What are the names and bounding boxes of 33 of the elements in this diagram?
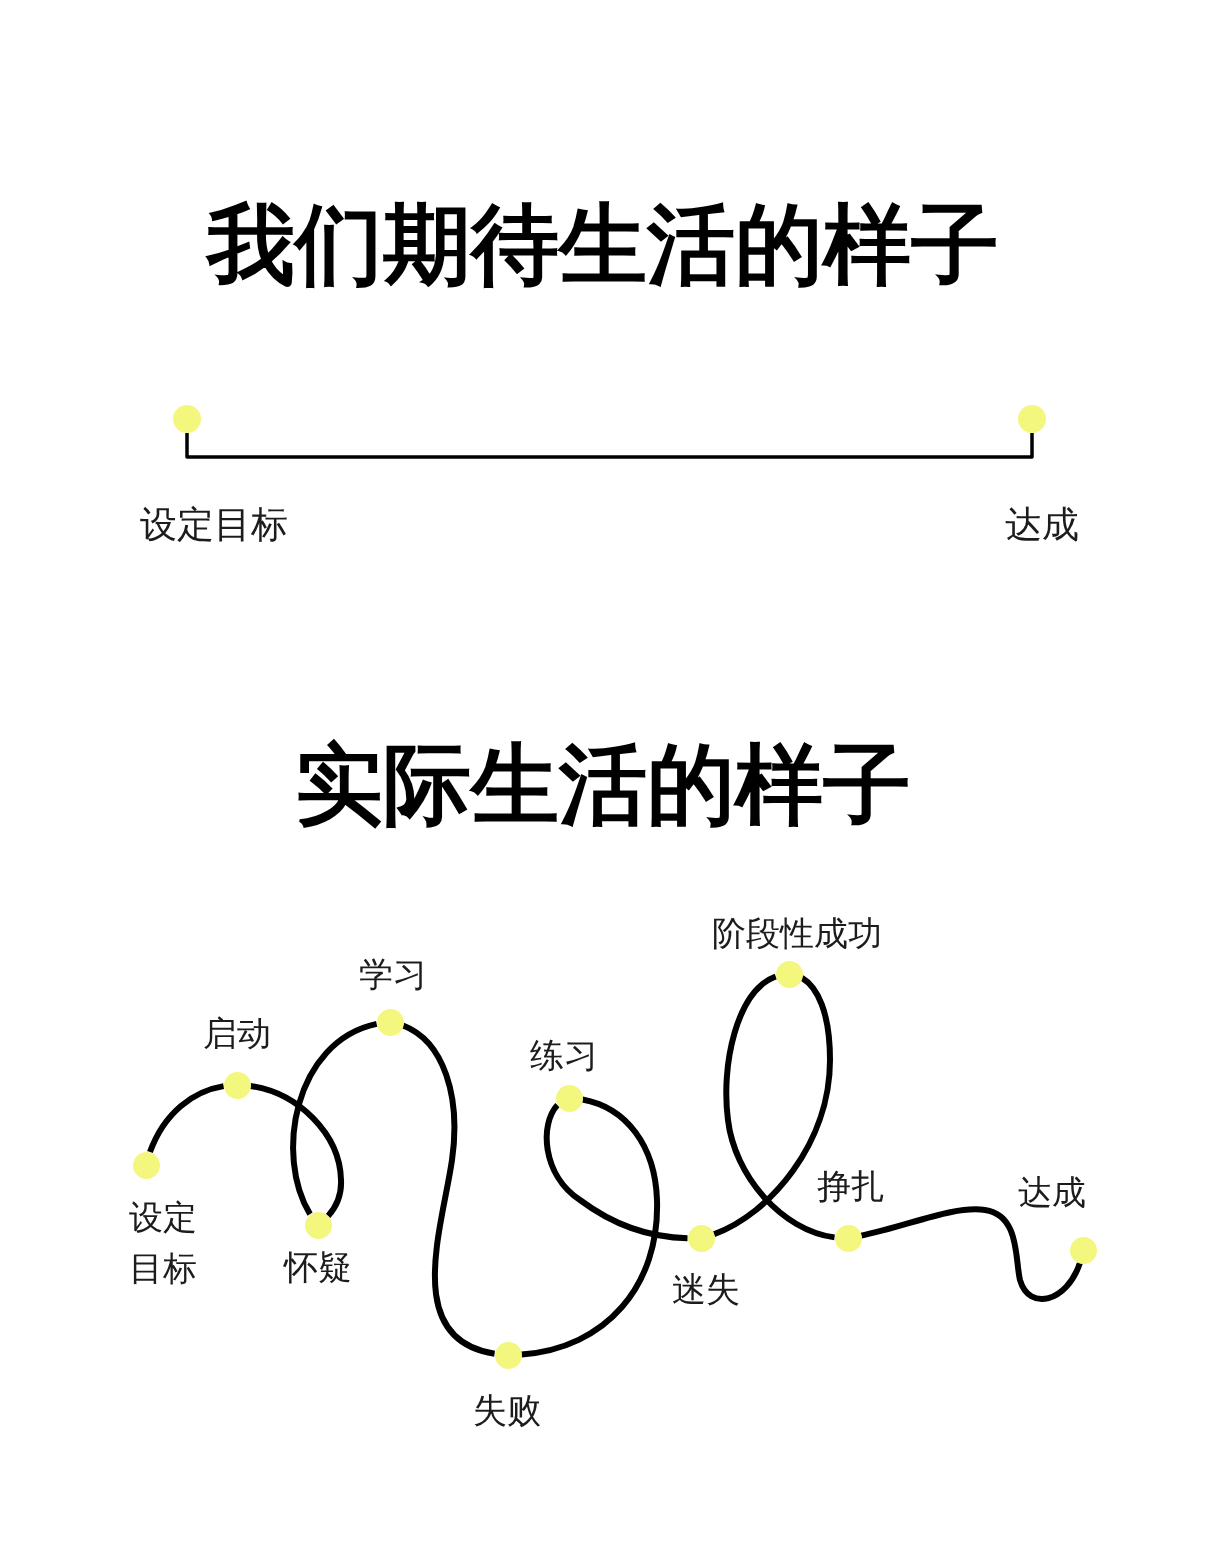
dot	[376, 1008, 404, 1036]
dot	[687, 1224, 715, 1252]
dot	[834, 1224, 862, 1252]
dot	[132, 1151, 160, 1179]
dot	[1069, 1236, 1097, 1264]
step-label: 阶段性成功	[712, 912, 882, 954]
step-label: 迷失	[672, 1268, 740, 1310]
curve-line	[290, 1021, 378, 1216]
dot	[555, 1084, 583, 1112]
curve-line	[860, 1206, 1083, 1302]
step-label: 设定目标	[140, 503, 288, 548]
step-label: 练习	[530, 1034, 598, 1076]
dot	[223, 1071, 251, 1099]
curve-line	[147, 1083, 225, 1154]
curve-line	[401, 1022, 496, 1357]
curve-line	[249, 1083, 345, 1218]
dot	[775, 960, 803, 988]
dot	[304, 1211, 332, 1239]
dot	[494, 1341, 522, 1369]
curve-line	[543, 1103, 688, 1242]
step-label: 达成	[1005, 503, 1079, 548]
step-label: 失败	[473, 1389, 541, 1431]
curve-line	[521, 1096, 660, 1358]
step-label: 学习	[359, 953, 427, 995]
step-label: 启动	[203, 1012, 271, 1054]
dot	[1018, 405, 1046, 433]
heading: 我们期待生活的样子	[207, 201, 999, 289]
dot	[173, 405, 201, 433]
step-label: 挣扎	[817, 1165, 885, 1207]
heading: 实际生活的样子	[295, 741, 911, 829]
step-label: 设定目标	[129, 1196, 198, 1290]
step-label: 达成	[1018, 1171, 1086, 1213]
step-label: 怀疑	[284, 1246, 352, 1288]
